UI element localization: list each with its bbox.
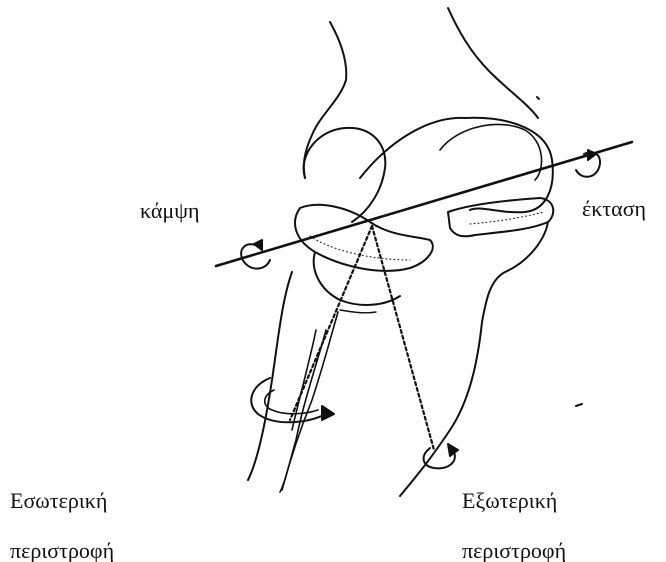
fibula-edge-1 <box>280 330 326 492</box>
meniscus-stipple-2 <box>470 212 544 224</box>
internal-rotation-axis <box>290 226 372 420</box>
extension-label: έκταση <box>582 198 646 220</box>
condyle-inner-curve <box>440 124 542 180</box>
tibia-left-edge <box>248 272 292 480</box>
internal-rotation-arrow-inner <box>265 390 318 414</box>
tibia-inner-line <box>340 310 376 313</box>
tibia-front-edge <box>282 312 338 490</box>
flexion-label: κάμψη <box>140 200 200 222</box>
tibia-right-edge <box>400 322 482 496</box>
flexion-arrowhead <box>254 240 262 250</box>
tibia-right-shoulder <box>482 222 548 322</box>
fibula-edge-2 <box>292 330 316 430</box>
internal-rotation-label-line1: Εσωτερική <box>10 490 107 512</box>
internal-rotation-label-line2: περιστροφή <box>10 540 114 562</box>
stray-mark-top <box>537 97 539 99</box>
external-rotation-label-line2: περιστροφή <box>462 540 566 562</box>
femur-outline-right <box>448 8 538 118</box>
flexion-extension-axis <box>216 142 632 266</box>
medial-condyle <box>304 128 386 222</box>
internal-rotation-arrowhead <box>322 406 334 420</box>
lateral-meniscus <box>448 198 553 236</box>
external-rotation-label-line1: Εξωτερική <box>462 490 557 512</box>
lateral-condyle <box>360 118 553 212</box>
femur-outline-left <box>304 22 346 178</box>
external-rotation-arrowhead <box>448 444 458 456</box>
medial-meniscus <box>295 205 433 271</box>
stray-mark-right <box>576 404 582 406</box>
internal-rotation-arrow <box>251 378 326 422</box>
extension-arrowhead <box>588 150 596 160</box>
